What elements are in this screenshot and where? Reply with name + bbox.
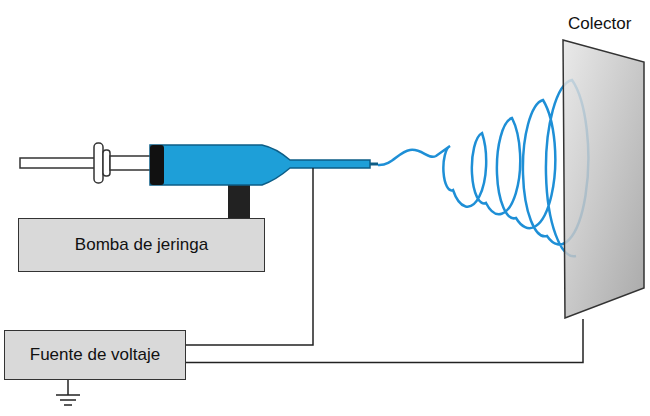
plunger-flange [103,150,110,176]
node-label: Fuente de voltaje [30,345,160,365]
plunger-rod [20,158,98,168]
polymer-jet [378,80,588,256]
plunger-shaft [110,156,152,170]
plunger-flange [94,143,103,183]
syringe-stand [228,184,250,219]
collector-plate [558,14,646,319]
node-label: Colector [568,14,631,34]
ground-symbol [56,380,80,405]
syringe-barrel [150,145,370,185]
device-box: Fuente de voltaje [4,330,186,380]
wire [186,319,583,363]
needle-tip [370,163,378,166]
device-box: Bomba de jeringa [18,218,265,272]
collector-node: Colector [558,14,646,319]
node-label: Bomba de jeringa [75,235,208,255]
piston [150,145,164,185]
